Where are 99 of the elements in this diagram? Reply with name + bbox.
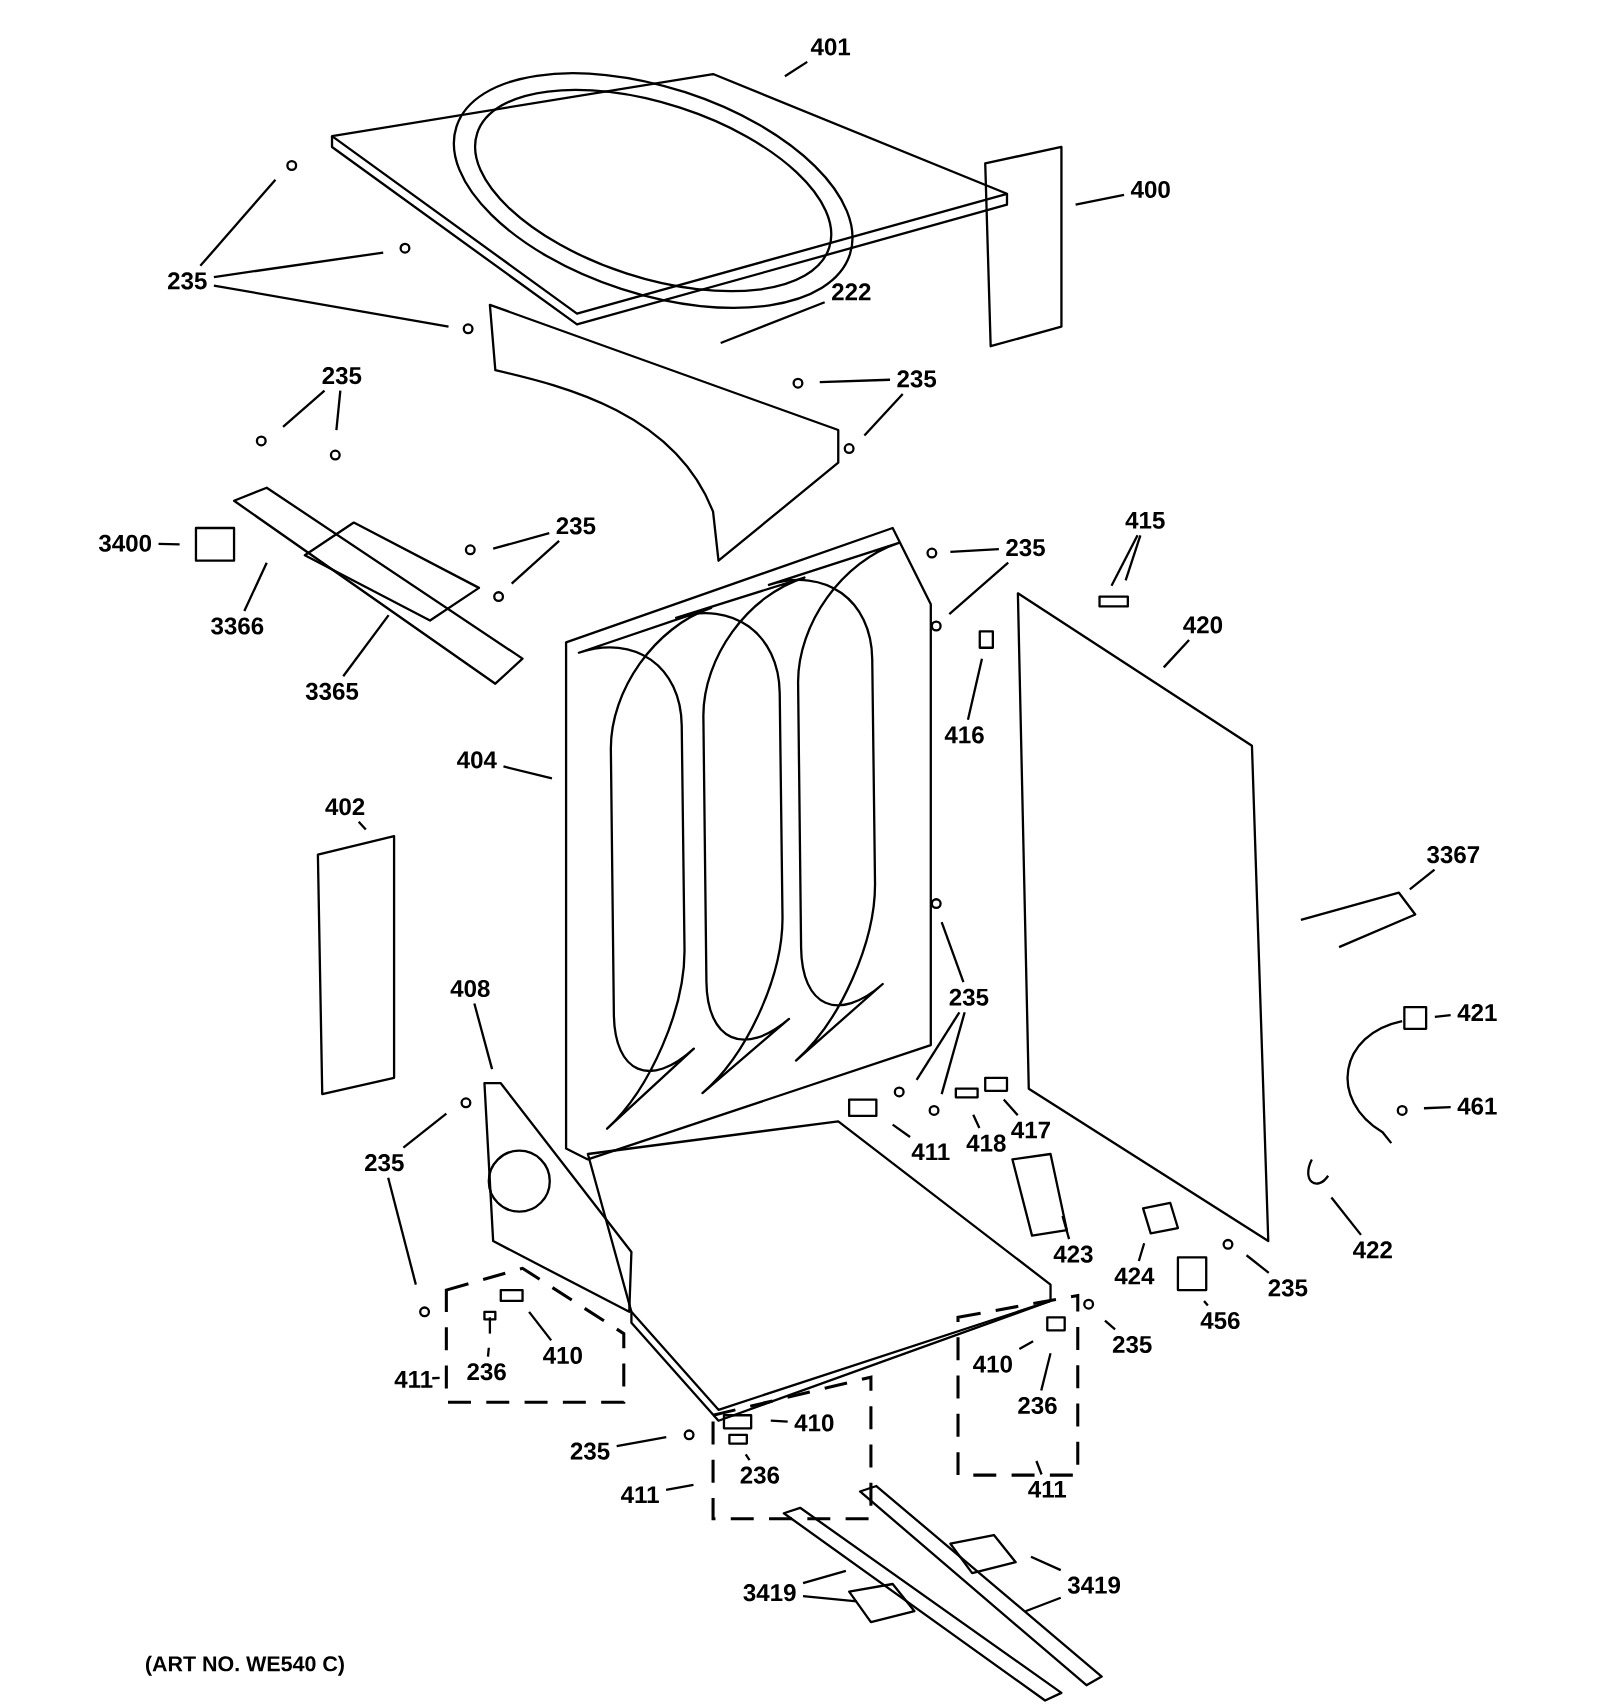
leader-line	[510, 540, 560, 585]
leader-line	[1035, 1460, 1043, 1475]
callout-number: 3365	[305, 682, 359, 700]
leader-line	[528, 1311, 552, 1342]
leader-line	[199, 178, 277, 267]
leader-line	[915, 1011, 961, 1081]
callout-number: 236	[1018, 1396, 1057, 1415]
leader-line	[1434, 1014, 1451, 1018]
leader-line	[948, 561, 1009, 615]
callout-number: 410	[542, 1346, 582, 1364]
callout-number: 401	[810, 38, 850, 56]
leader-line	[158, 542, 180, 546]
leader-line	[863, 393, 904, 437]
callout-number: 3367	[1426, 846, 1479, 864]
callout-number: 410	[794, 1414, 834, 1432]
callout-number: 236	[740, 1466, 779, 1484]
callout-number: 420	[1183, 616, 1222, 634]
callout-number: 235	[364, 1154, 404, 1172]
leader-line	[950, 548, 999, 554]
leader-line	[1245, 1254, 1270, 1274]
callout-number: 3366	[210, 617, 264, 635]
callout-number: 416	[944, 726, 984, 744]
callout-number: 408	[450, 979, 490, 998]
leader-line	[744, 1453, 751, 1461]
callout-number: 236	[467, 1363, 506, 1381]
callout-number: 461	[1457, 1097, 1497, 1115]
callout-number: 400	[1130, 180, 1170, 198]
callout-number: 235	[570, 1442, 610, 1460]
callout-number: 3419	[1067, 1576, 1120, 1594]
leader-line	[342, 614, 390, 677]
leader-line	[492, 532, 550, 550]
leader-line	[770, 1419, 788, 1423]
callout-number: 410	[972, 1355, 1012, 1373]
leader-line	[1018, 1340, 1034, 1351]
leader-line	[1040, 1352, 1052, 1391]
leader-line	[243, 562, 268, 612]
callout-number: 235	[556, 517, 596, 535]
leader-line	[1408, 868, 1436, 891]
leader-line	[1110, 534, 1139, 587]
leader-line	[1124, 534, 1142, 581]
callout-number: 424	[1114, 1267, 1155, 1285]
callout-number: 3419	[743, 1584, 796, 1602]
leader-line	[432, 1376, 440, 1380]
callout-number: 456	[1200, 1312, 1240, 1330]
leader-line	[1137, 1242, 1146, 1262]
callout-number: 411	[620, 1486, 659, 1504]
callout-number: 402	[325, 798, 365, 816]
callout-number: 411	[911, 1143, 950, 1161]
callout-number: 417	[1011, 1121, 1050, 1139]
callout-number: 235	[1006, 539, 1045, 557]
leader-line	[720, 301, 825, 345]
leader-line	[213, 251, 384, 279]
callout-number: 235	[322, 367, 362, 385]
callout-number: 411	[394, 1371, 433, 1388]
callout-number: 3400	[98, 534, 151, 552]
leader-line	[357, 820, 367, 831]
leader-line	[473, 1003, 494, 1070]
leader-line	[1162, 639, 1190, 669]
leader-line	[1002, 1098, 1019, 1116]
leader-line	[1203, 1300, 1209, 1307]
leader-line	[972, 1114, 981, 1129]
leader-line	[940, 921, 965, 983]
callout-number: 235	[167, 272, 207, 290]
leader-line	[891, 1123, 911, 1138]
leader-line	[966, 658, 983, 721]
callout-number: 421	[1457, 1004, 1497, 1021]
callout-number: 422	[1352, 1241, 1392, 1259]
callout-number: 411	[1028, 1480, 1066, 1498]
leader-line	[1024, 1596, 1062, 1613]
leader-line	[802, 1594, 857, 1603]
leader-line	[1075, 193, 1125, 206]
leader-line	[616, 1435, 667, 1448]
callout-number: 423	[1053, 1245, 1093, 1263]
callout-number: 235	[1112, 1335, 1152, 1354]
leader-line	[1330, 1196, 1362, 1236]
leader-line	[402, 1112, 447, 1149]
leader-line	[335, 390, 342, 431]
leader-line	[1104, 1319, 1116, 1331]
callout-number: 235	[949, 988, 989, 1006]
leader-line	[486, 1347, 490, 1357]
leader-line	[1061, 1215, 1071, 1240]
callout-number: 222	[831, 283, 871, 301]
callout-number: 404	[456, 751, 497, 769]
leader-line	[1423, 1106, 1451, 1110]
leader-line	[213, 284, 449, 328]
leader-line	[1030, 1555, 1062, 1572]
leader-line	[503, 765, 553, 780]
leader-line	[802, 1569, 847, 1585]
callout-number: 418	[966, 1134, 1006, 1152]
leader-line	[386, 1177, 417, 1285]
leader-line	[819, 378, 890, 384]
leader-line	[282, 389, 326, 428]
leader-line	[784, 60, 808, 78]
callout-number: 235	[897, 370, 936, 388]
leader-line	[940, 1011, 966, 1095]
callout-number: 415	[1125, 511, 1165, 529]
art-number-note: (ART NO. WE540 C)	[145, 1655, 344, 1676]
leader-line	[665, 1483, 694, 1492]
callout-number: 235	[1268, 1279, 1308, 1297]
